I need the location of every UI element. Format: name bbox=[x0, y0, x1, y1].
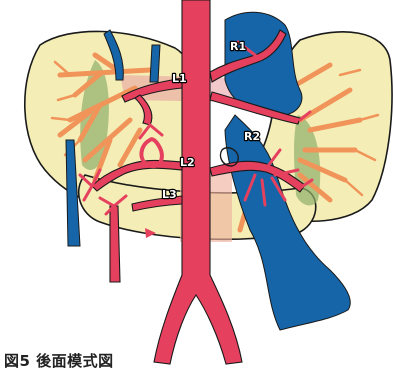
vein-upper-mid bbox=[150, 45, 160, 82]
artery-left-descending bbox=[110, 206, 120, 282]
label-r2: R2 bbox=[244, 130, 260, 143]
label-l1: L1 bbox=[172, 72, 187, 85]
label-r1: R1 bbox=[230, 40, 246, 53]
figure-caption: 図5 後面模式図 bbox=[4, 350, 114, 371]
label-l2: L2 bbox=[180, 156, 195, 169]
label-l3: L3 bbox=[162, 188, 177, 201]
